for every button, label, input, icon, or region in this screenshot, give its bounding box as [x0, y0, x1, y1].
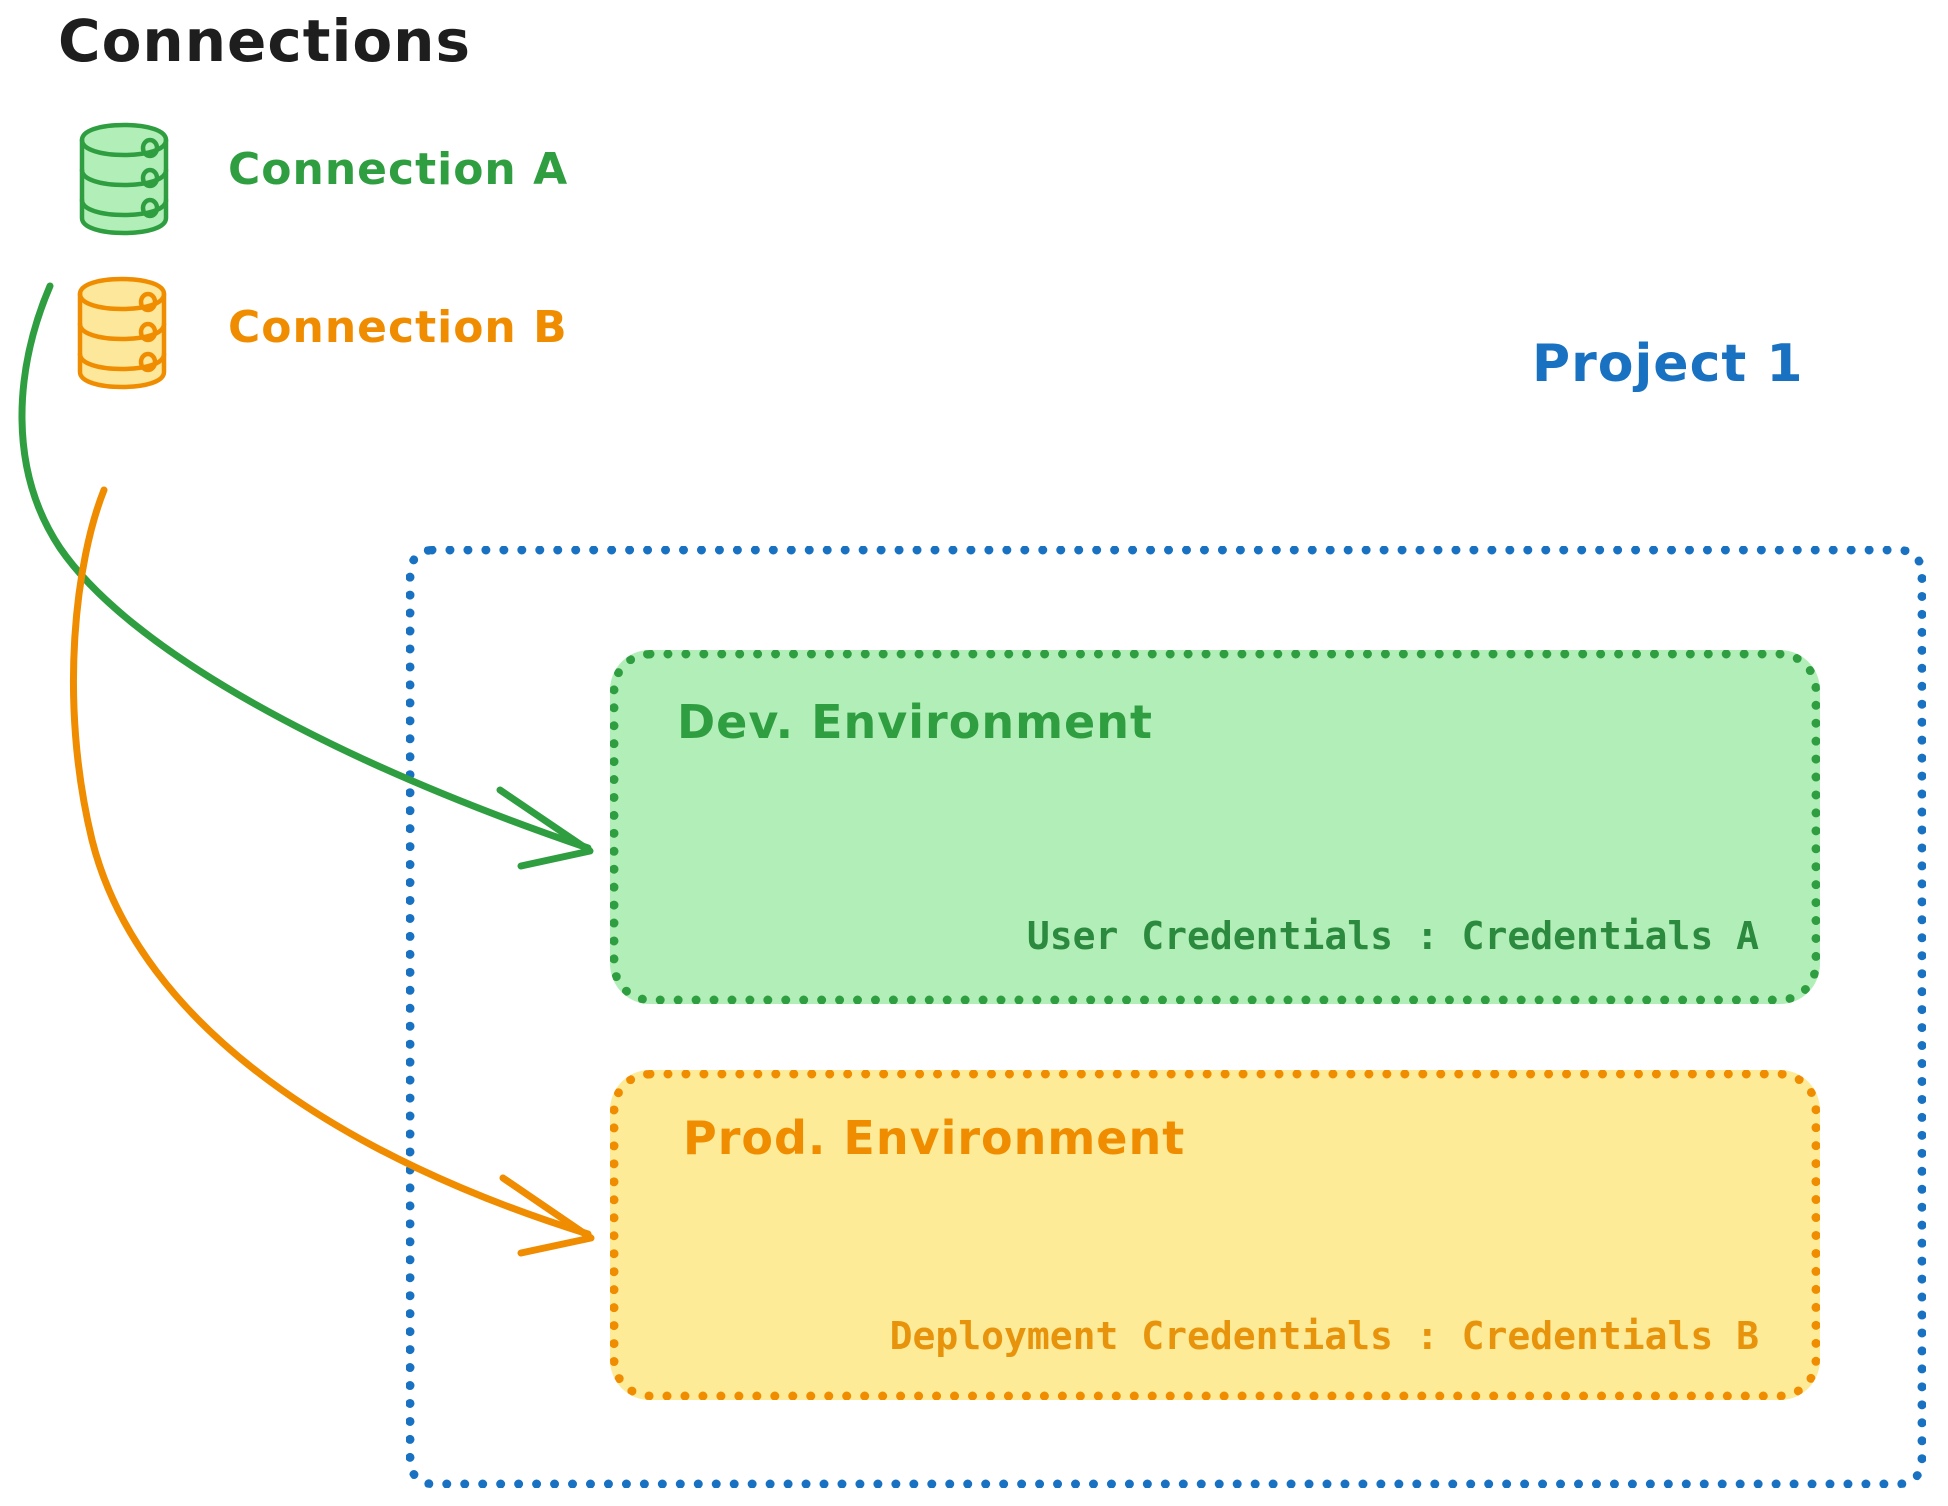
connection-b-label: Connection B	[228, 302, 568, 353]
prod-environment-box: Prod. Environment Deployment Credentials…	[610, 1070, 1820, 1400]
prod-environment-credentials: Deployment Credentials : Credentials B	[889, 1314, 1759, 1358]
database-cylinder-icon	[77, 276, 167, 390]
connection-a-label: Connection A	[228, 144, 569, 195]
dev-environment-box: Dev. Environment User Credentials : Cred…	[610, 650, 1820, 1004]
project-label: Project 1	[1532, 334, 1804, 394]
dev-environment-title: Dev. Environment	[677, 695, 1153, 749]
database-cylinder-icon	[79, 122, 169, 236]
prod-environment-title: Prod. Environment	[683, 1111, 1186, 1165]
dev-environment-credentials: User Credentials : Credentials A	[1026, 914, 1759, 958]
page-title: Connections	[58, 7, 471, 75]
